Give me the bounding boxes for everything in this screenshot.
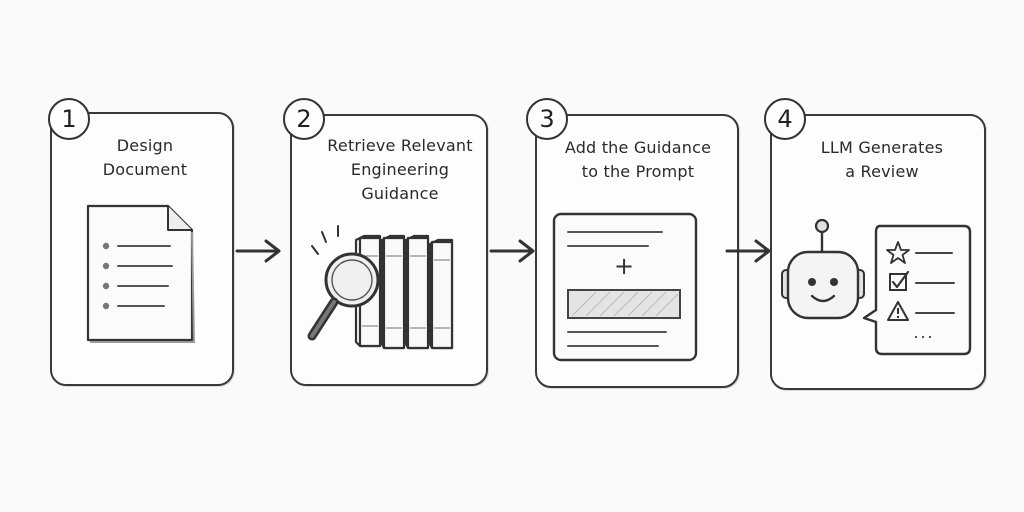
warning-icon bbox=[887, 301, 909, 321]
step-number-badge-4: 4 bbox=[764, 98, 806, 140]
step-number-badge-1: 1 bbox=[48, 98, 90, 140]
step-title-1: Design Document bbox=[102, 136, 188, 179]
step-title-4: LLM Generates a Review bbox=[820, 138, 944, 181]
document-icon bbox=[86, 204, 196, 343]
plus-label: + bbox=[613, 252, 635, 280]
arrow-right-icon bbox=[235, 239, 281, 263]
robot-icon bbox=[781, 218, 865, 320]
arrow-right-icon bbox=[725, 239, 771, 263]
review-speech-bubble bbox=[862, 224, 972, 356]
ellipsis-label: ... bbox=[913, 323, 935, 342]
star-icon bbox=[886, 241, 910, 264]
step-title-2: Retrieve Relevant Engineering Guidance bbox=[327, 136, 473, 203]
checkbox-icon bbox=[889, 270, 910, 291]
step-number-badge-3: 3 bbox=[526, 98, 568, 140]
arrow-right-icon bbox=[489, 239, 535, 263]
prompt-window-icon bbox=[552, 212, 698, 362]
step-number-badge-2: 2 bbox=[283, 98, 325, 140]
magnifier-books-icon bbox=[307, 225, 454, 350]
step-title-3: Add the Guidance to the Prompt bbox=[564, 138, 712, 181]
